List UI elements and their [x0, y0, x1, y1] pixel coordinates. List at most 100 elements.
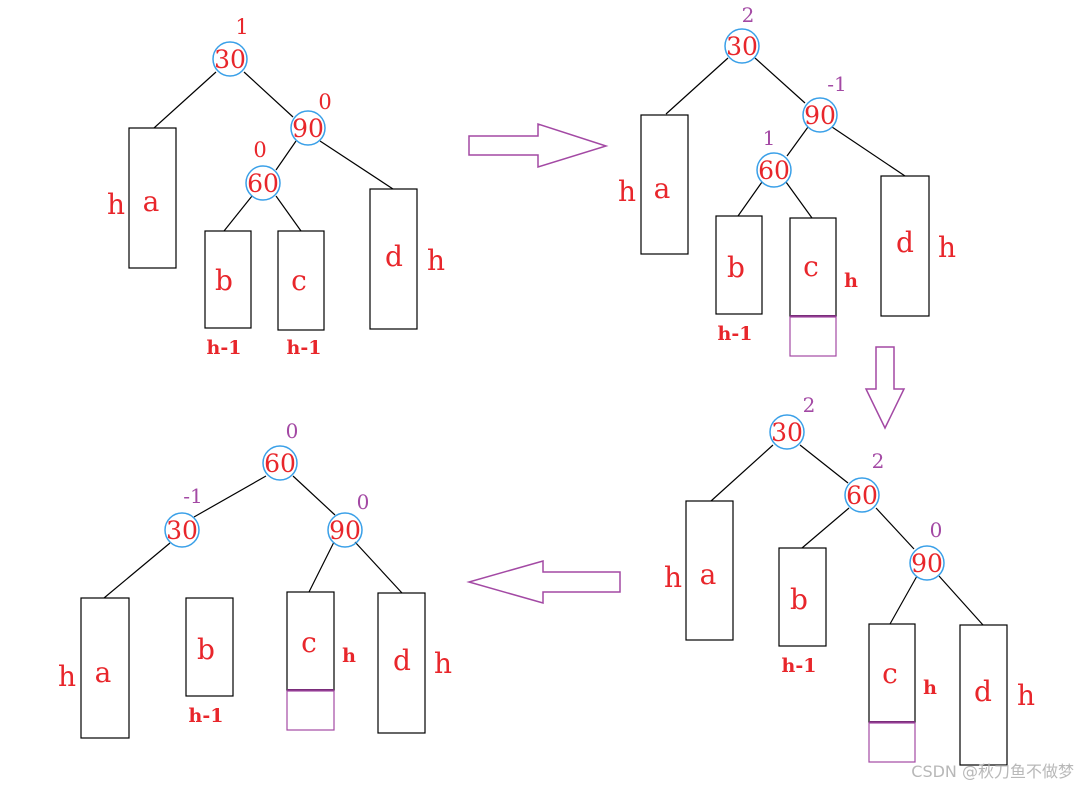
height-c: h [844, 270, 858, 292]
edge [275, 195, 302, 232]
height-d: h [427, 244, 445, 277]
height-d: h [1017, 679, 1035, 712]
subtree-b-box [715, 215, 763, 315]
node-60-label: 60 [264, 449, 296, 478]
subtree-d-label: d [393, 644, 411, 677]
balance-factor-90: 0 [357, 490, 370, 514]
subtree-a-label: a [654, 172, 671, 205]
edge [193, 475, 267, 518]
node-circle [769, 414, 805, 450]
inserted-level-box [789, 316, 837, 357]
inserted-level-box [868, 722, 916, 763]
node-circle [909, 545, 945, 581]
subtree-b-label: b [727, 251, 745, 284]
subtree-b-box [778, 547, 827, 647]
subtree-a-label: a [95, 656, 112, 689]
balance-factor-90: 0 [318, 90, 331, 114]
subtree-b-label: b [790, 583, 808, 616]
panel-1-initial-tree: 30 90 60 1 0 0 a b c d h h h-1 h-1 [107, 15, 445, 359]
subtree-b-box [185, 597, 234, 697]
node-60-label: 60 [247, 169, 279, 198]
edge [153, 71, 217, 129]
node-circle [164, 512, 200, 548]
subtree-a-label: a [700, 558, 717, 591]
edge [831, 126, 906, 177]
node-circle [802, 97, 838, 133]
balance-factor-60: 1 [763, 126, 776, 150]
height-b: h-1 [782, 655, 817, 677]
edge [710, 444, 774, 502]
node-circle [724, 28, 760, 64]
arrow-right-icon [468, 122, 609, 169]
balance-factor-90: -1 [827, 72, 846, 96]
node-90-label: 90 [329, 516, 361, 545]
node-90-label: 90 [292, 114, 324, 143]
height-a: h [58, 660, 76, 693]
height-b: h-1 [189, 705, 224, 727]
node-circle [245, 165, 281, 201]
subtree-d-box [880, 175, 930, 317]
node-circle [756, 152, 792, 188]
edge [103, 542, 171, 599]
edge [319, 140, 394, 190]
edge [737, 181, 763, 217]
balance-factor-60: 0 [286, 419, 299, 443]
balance-factor-90: 0 [930, 518, 943, 542]
edge [243, 71, 294, 118]
subtree-a-box [640, 114, 689, 255]
balance-factor-30: 2 [742, 3, 755, 27]
edge [938, 575, 984, 626]
subtree-d-label: d [974, 675, 992, 708]
subtree-b-box [204, 230, 252, 329]
edge [275, 140, 297, 171]
edge [308, 541, 335, 593]
subtree-d-box [959, 624, 1008, 766]
panel-2-after-insertion: 30 90 60 2 -1 1 a b c d h h h-1 h [618, 3, 956, 357]
subtree-c-label: c [882, 657, 898, 690]
balance-factor-60: 2 [872, 449, 885, 473]
balance-factor-30: 1 [235, 15, 248, 39]
arrow-left-icon [466, 560, 621, 604]
node-60-label: 60 [846, 481, 878, 510]
node-circle [290, 110, 326, 146]
edge [785, 181, 813, 219]
subtree-a-box [685, 500, 734, 641]
subtree-a-box [128, 127, 177, 269]
edge [223, 195, 253, 232]
subtree-c-box [277, 230, 325, 331]
balance-factor-60: 0 [253, 138, 266, 162]
node-circle [262, 445, 298, 481]
subtree-b-label: b [215, 264, 233, 297]
node-90-label: 90 [804, 101, 836, 130]
height-a: h [107, 188, 125, 221]
node-30-label: 30 [771, 418, 803, 447]
height-c: h [342, 645, 356, 667]
height-c: h [923, 677, 937, 699]
edge [801, 507, 850, 549]
subtree-c-label: c [291, 264, 307, 297]
subtree-d-label: d [896, 226, 914, 259]
edge [875, 507, 915, 550]
subtree-b-label: b [197, 633, 215, 666]
panel-3-after-right-rotation: 30 60 90 2 2 0 a b c d h h-1 h h [664, 393, 1035, 766]
height-c: h-1 [287, 337, 322, 359]
node-circle [212, 41, 248, 77]
node-90-label: 90 [911, 549, 943, 578]
edge [354, 541, 403, 594]
panel-4-after-left-rotation: 60 30 90 0 -1 0 a b c d h h-1 h h [58, 419, 452, 739]
edge [754, 57, 806, 104]
height-d: h [434, 647, 452, 680]
subtree-d-label: d [385, 240, 403, 273]
node-30-label: 30 [214, 45, 246, 74]
arrow-down-icon [864, 346, 906, 430]
node-30-label: 30 [726, 32, 758, 61]
height-a: h [664, 561, 682, 594]
subtree-a-box [80, 597, 130, 739]
height-b: h-1 [718, 323, 753, 345]
balance-factor-30: 2 [803, 393, 816, 417]
subtree-a-label: a [143, 185, 160, 218]
inserted-level-box [286, 690, 335, 731]
subtree-c-label: c [301, 626, 317, 659]
